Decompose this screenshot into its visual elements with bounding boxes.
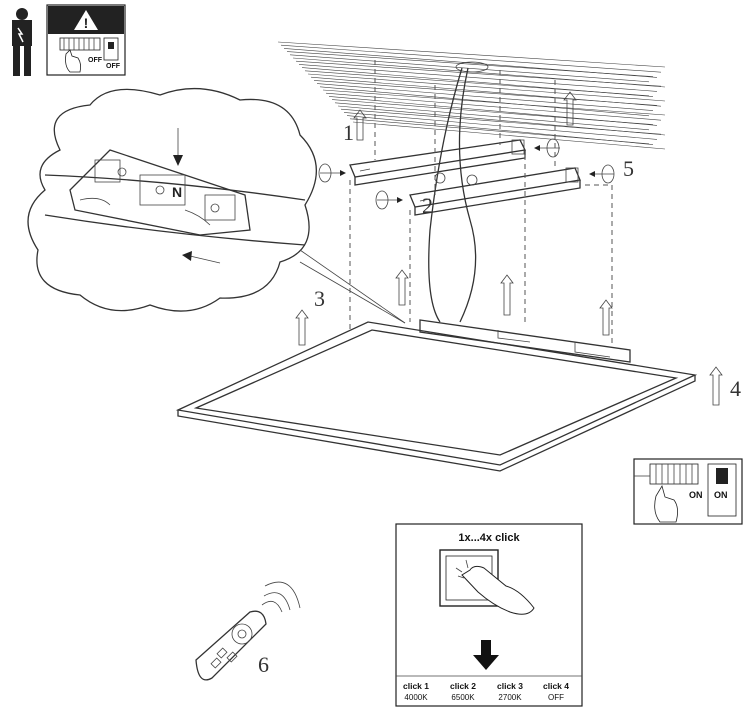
arrow-down-icon — [473, 640, 499, 670]
power-on-box: ON ON — [633, 458, 743, 525]
off-switch-label: OFF — [88, 57, 103, 64]
step-number-3: 3 — [314, 286, 325, 311]
arrow-up-icon — [709, 366, 723, 406]
alignment-guides — [349, 60, 613, 345]
warning-triangle-icon — [74, 10, 98, 30]
click-option-3-value: 2700K — [498, 693, 522, 702]
on-switch-label: ON — [689, 490, 703, 500]
terminal-block-detail: N — [44, 149, 306, 246]
detail-callout-cloud: N — [27, 87, 317, 312]
led-panel — [175, 319, 698, 472]
arrow-up-icon — [295, 309, 309, 346]
electrician-figure-icon — [12, 8, 32, 76]
mounting-brackets — [349, 139, 581, 216]
step-number-5: 5 — [623, 156, 634, 181]
click-option-4-value: OFF — [548, 693, 564, 702]
ceiling-hatching — [277, 41, 666, 150]
remote-control-icon — [195, 581, 301, 681]
hand-icon — [654, 484, 678, 523]
off-breaker-label: OFF — [106, 63, 121, 70]
insert-arrow-down-icon — [173, 128, 183, 166]
hand-icon — [65, 49, 82, 73]
step-number-1: 1 — [343, 120, 354, 145]
click-option-1-value: 4000K — [404, 693, 428, 702]
power-off-warning-box: ! OFF OFF — [46, 4, 126, 76]
arrow-up-icon — [353, 109, 367, 141]
screw-icon — [534, 138, 560, 158]
click-option-3-label: click 3 — [497, 681, 523, 691]
arrow-up-icon — [563, 91, 577, 126]
wall-switch-click-panel: 1x...4x click click 1 4000K click 2 6500… — [395, 523, 583, 707]
step-number-4: 4 — [730, 376, 741, 401]
step-number-2: 2 — [422, 193, 433, 218]
arrow-up-icon — [599, 299, 613, 336]
svg-text:!: ! — [84, 15, 89, 31]
power-cable — [428, 61, 489, 323]
click-option-2-value: 6500K — [451, 693, 475, 702]
click-option-1-label: click 1 — [403, 681, 429, 691]
on-breaker-label: ON — [714, 490, 728, 500]
click-option-4-label: click 4 — [543, 681, 569, 691]
arrow-up-icon — [395, 269, 409, 306]
arrow-up-icon — [500, 274, 514, 316]
screw-icon — [375, 190, 403, 210]
click-option-2-label: click 2 — [450, 681, 476, 691]
screw-icon — [589, 164, 615, 184]
screw-icon — [318, 163, 346, 183]
slide-arrow-left-icon — [182, 251, 221, 264]
svg-text:N: N — [172, 184, 182, 200]
click-panel-title: 1x...4x click — [458, 532, 520, 544]
pointing-hand-icon — [461, 565, 535, 615]
step-number-6: 6 — [258, 652, 269, 677]
